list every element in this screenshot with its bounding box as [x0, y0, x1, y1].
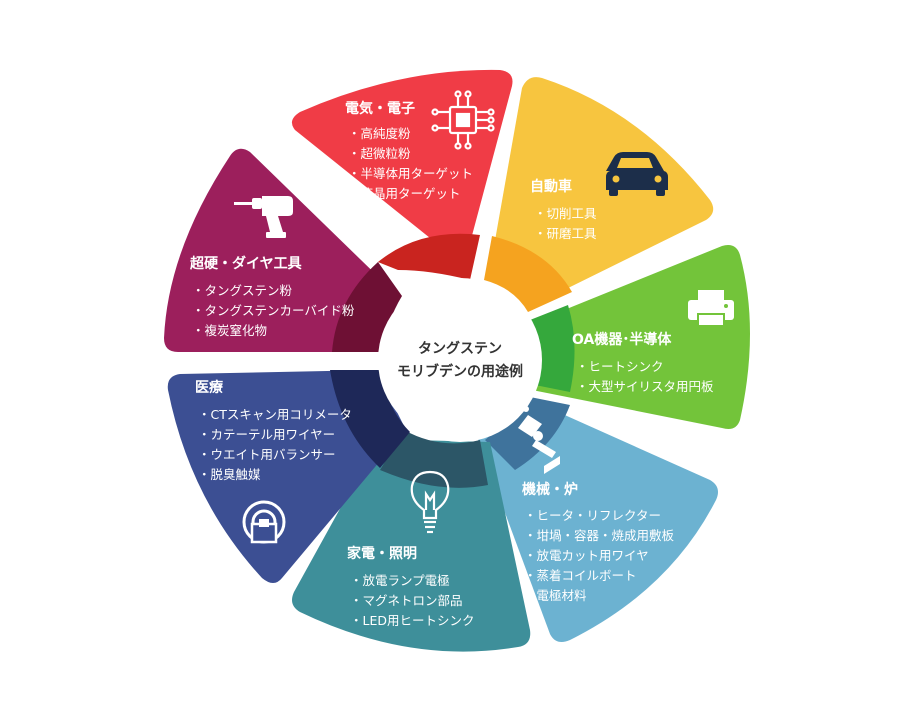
center-title-line2: モリブデンの用途例	[397, 363, 523, 380]
center-circle	[378, 278, 542, 442]
segment-medical-inner	[330, 370, 410, 468]
segment-machinery-title: 機械・炉	[522, 481, 578, 498]
segment-machinery-item: ・放電カット用ワイヤ	[524, 548, 649, 563]
segment-appliances-title: 家電・照明	[347, 545, 417, 562]
segment-medical-item: ・CTスキャン用コリメータ	[198, 407, 352, 422]
segment-tools-title: 超硬・ダイヤ工具	[189, 255, 302, 272]
segment-oa-title: OA機器･半導体	[572, 331, 672, 348]
segment-medical-item: ・ウエイト用バランサー	[198, 447, 336, 462]
segment-medical: 医療 ・CTスキャン用コリメータ ・カテーテル用ワイヤー ・ウエイト用バランサー…	[167, 370, 410, 583]
segment-tools-item: ・複炭窒化物	[192, 323, 267, 338]
segment-appliances-item: ・LED用ヒートシンク	[350, 613, 475, 628]
segment-electronics-item: ・超微粒粉	[348, 146, 411, 161]
segment-appliances-inner	[380, 430, 488, 488]
segment-machinery-item: ・坩堝・容器・焼成用敷板	[524, 528, 675, 543]
segment-appliances-item: ・放電ランプ電極	[350, 573, 450, 588]
segment-appliances-item: ・マグネトロン部品	[350, 593, 463, 608]
segment-automotive-outer	[488, 77, 714, 292]
segment-machinery-item: ・ヒータ・リフレクター	[524, 508, 661, 523]
circuit-chip-icon	[431, 90, 495, 150]
segment-tools-item: ・タングステンカーバイド粉	[192, 303, 355, 318]
light-bulb-icon	[410, 470, 450, 534]
segment-automotive-title: 自動車	[530, 178, 572, 195]
segment-electronics-inner	[378, 233, 480, 280]
segment-automotive-inner	[484, 236, 572, 312]
segment-machinery: 機械・炉 ・ヒータ・リフレクター ・坩堝・容器・焼成用敷板 ・放電カット用ワイヤ…	[478, 395, 718, 642]
segment-medical-item: ・脱臭触媒	[198, 467, 261, 482]
segment-oa-item: ・ヒートシンク	[576, 359, 664, 374]
segment-machinery-item: ・蒸着コイルボート	[524, 568, 637, 583]
segment-tools-outer	[164, 148, 398, 352]
segment-electronics-title: 電気・電子	[345, 100, 415, 117]
segment-electronics: 電気・電子 ・高純度粉 ・超微粒粉 ・半導体用ターゲット ・液晶用ターゲット	[291, 69, 513, 280]
segment-machinery-outer	[478, 395, 718, 642]
car-icon	[606, 152, 668, 196]
segment-medical-outer	[167, 370, 406, 583]
segment-machinery-item: ・電極材料	[524, 588, 587, 603]
center-title-line1: タングステン	[418, 340, 502, 357]
segment-oa-outer	[532, 245, 750, 429]
segment-electronics-item: ・半導体用ターゲット	[348, 166, 473, 181]
segment-tools: 超硬・ダイヤ工具 ・タングステン粉 ・タングステンカーバイド粉 ・複炭窒化物	[164, 148, 402, 352]
robot-arm-icon	[518, 404, 560, 474]
printer-icon	[688, 290, 734, 327]
segment-medical-item: ・カテーテル用ワイヤー	[198, 427, 335, 442]
segment-medical-title: 医療	[195, 379, 224, 396]
power-drill-icon	[234, 196, 293, 238]
mri-scanner-icon	[242, 500, 286, 544]
segment-automotive-item: ・切削工具	[534, 206, 597, 221]
segment-electronics-item: ・液晶用ターゲット	[348, 186, 461, 201]
segment-automotive-item: ・研磨工具	[534, 226, 597, 241]
segment-tools-item: ・タングステン粉	[192, 283, 293, 298]
segment-electronics-item: ・高純度粉	[348, 126, 411, 141]
segment-automotive: 自動車 ・切削工具 ・研磨工具	[484, 77, 714, 312]
center-hub: タングステン モリブデンの用途例	[378, 278, 542, 442]
segment-oa-item: ・大型サイリスタ用円板	[576, 379, 714, 394]
